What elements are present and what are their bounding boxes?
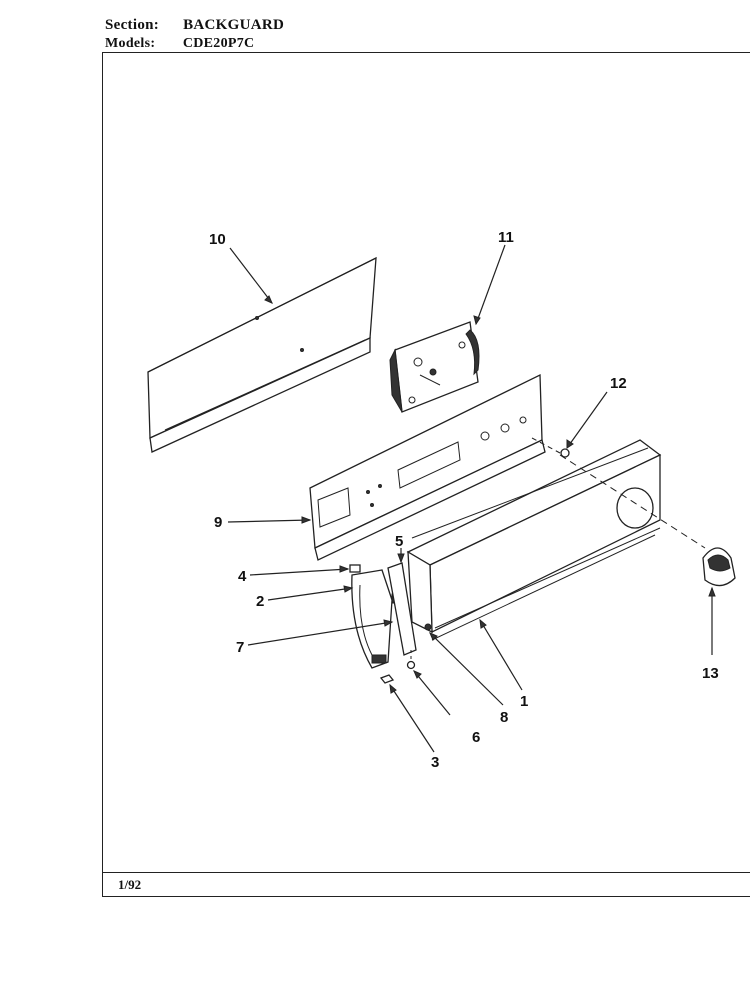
callout-4: 4	[238, 568, 247, 585]
leader-lines	[227, 244, 716, 753]
models-value: CDE20P7C	[182, 36, 255, 51]
callout-5: 5	[395, 533, 403, 550]
models-label: Models:	[105, 36, 156, 51]
section-label: Section:	[105, 17, 160, 33]
section-row: Section: BACKGUARD	[105, 17, 284, 34]
callout-8: 8	[500, 709, 508, 726]
revision-date: 1/92	[118, 877, 142, 892]
part-1-backguard-housing	[406, 439, 662, 641]
part-12-screw	[560, 448, 570, 458]
callout-2: 2	[256, 593, 264, 610]
part-2-side-bracket	[351, 569, 393, 669]
footer-divider	[102, 872, 750, 873]
part-9-control-panel	[309, 373, 546, 561]
part-8-screw	[424, 623, 432, 631]
callout-11: 11	[498, 229, 514, 246]
part-13-knob	[702, 547, 736, 587]
part-3-foot	[379, 674, 395, 684]
callout-9: 9	[214, 514, 222, 531]
callout-13: 13	[702, 665, 719, 682]
section-value: BACKGUARD	[183, 17, 285, 33]
part-5-trim-strip	[387, 562, 417, 656]
callout-7: 7	[236, 639, 244, 656]
part-6-screw	[406, 660, 416, 670]
callout-3: 3	[431, 754, 439, 771]
callout-10: 10	[209, 231, 226, 248]
part-11-timer	[389, 321, 480, 413]
callout-12: 12	[610, 375, 627, 392]
diagram-frame	[102, 52, 750, 897]
callout-labels: 1 2 3 4 5 6 7 8 9 10 11 12 13	[209, 229, 719, 771]
callout-6: 6	[472, 729, 480, 746]
callout-1: 1	[520, 693, 528, 710]
models-row: Models: CDE20P7C	[105, 36, 254, 52]
part-10-rear-panel	[147, 256, 377, 453]
assembly-line-knob	[559, 454, 706, 549]
part-4-clip	[349, 564, 361, 573]
